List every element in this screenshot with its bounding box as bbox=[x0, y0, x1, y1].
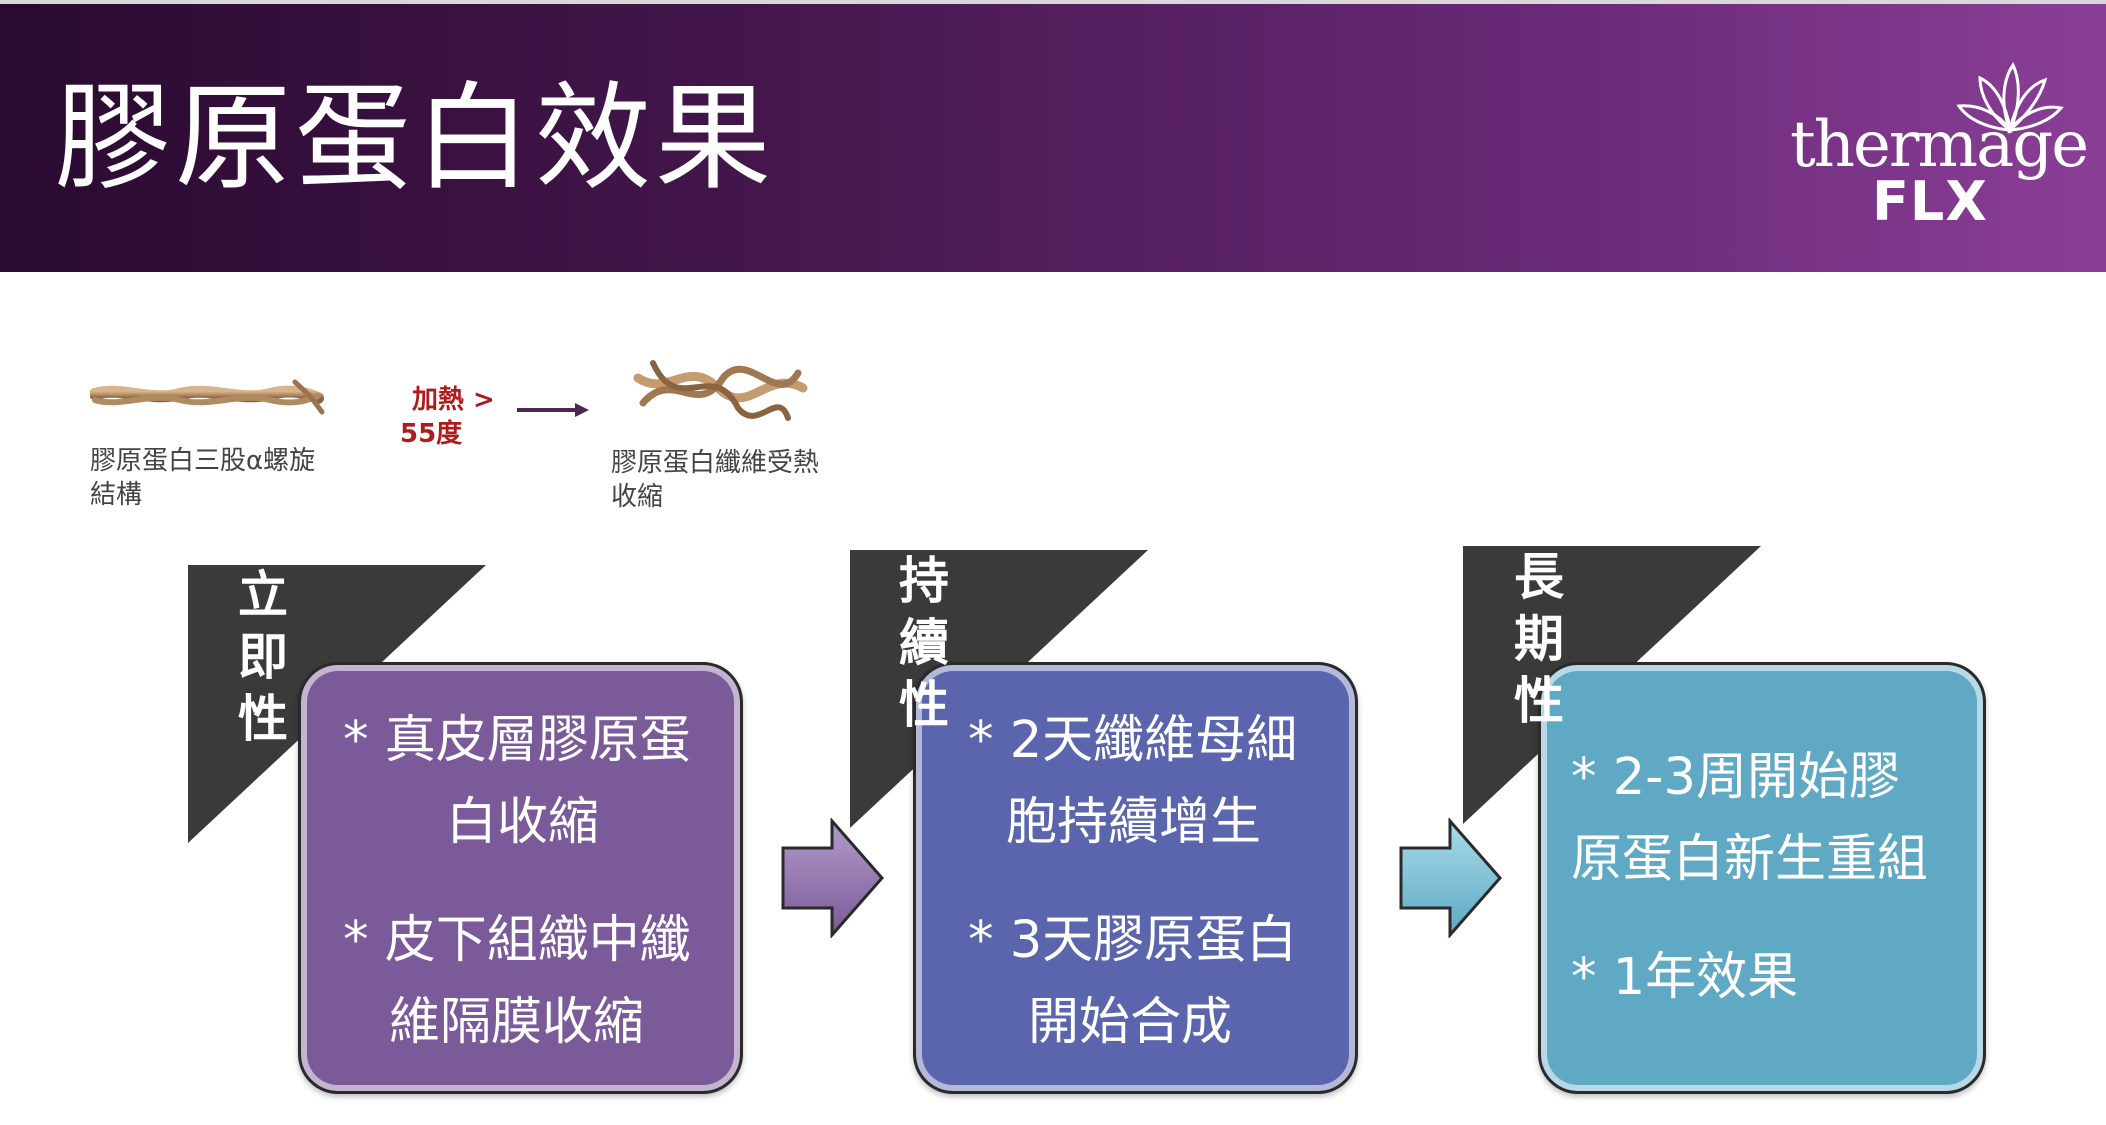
logo-wordmark: thermage bbox=[1790, 108, 2089, 182]
stage-3-line-3: * 1年效果 bbox=[1571, 948, 1799, 1007]
heat-label-line1: 加熱 > bbox=[412, 385, 495, 415]
contracted-caption-line1: 膠原蛋白纖維受熱 bbox=[611, 448, 820, 478]
arrow-right-icon bbox=[517, 403, 589, 417]
heat-label: 加熱 > 55度 bbox=[400, 383, 495, 451]
stage-1-line-1: * 真皮層膠原蛋 bbox=[343, 711, 691, 770]
stage-1-flag-char-3: 性 bbox=[238, 690, 288, 748]
thermage-flx-logo: thermage FLX bbox=[1790, 60, 2089, 233]
stage-2-line-4: 開始合成 bbox=[1028, 993, 1233, 1052]
stage-2-flag-char-3: 性 bbox=[899, 676, 949, 734]
stage-3-flag-char-1: 長 bbox=[1514, 548, 1564, 606]
page-title: 膠原蛋白效果 bbox=[55, 71, 775, 206]
collagen-helix-image bbox=[90, 379, 325, 415]
contracted-collagen-image bbox=[633, 360, 808, 421]
stage-3-flag-char-2: 期 bbox=[1514, 610, 1564, 668]
stage-3-line-1: * 2-3周開始膠 bbox=[1571, 748, 1901, 807]
stage-1-line-3: * 皮下組織中纖 bbox=[343, 911, 691, 970]
helix-caption: 膠原蛋白三股α螺旋 結構 bbox=[90, 444, 315, 512]
flow-arrow-2 bbox=[1399, 818, 1502, 938]
stage-1-line-4: 維隔膜收縮 bbox=[389, 993, 645, 1052]
stage-2-line-2: 胞持續增生 bbox=[1006, 793, 1262, 852]
stage-3-line-2: 原蛋白新生重組 bbox=[1571, 830, 1929, 889]
stage-1-card: * 真皮層膠原蛋 白收縮 * 皮下組織中纖 維隔膜收縮 bbox=[298, 662, 743, 1094]
stage-2-card: * 2天纖維母細 胞持續增生 * 3天膠原蛋白 開始合成 bbox=[913, 662, 1358, 1094]
stage-3-card: * 2-3周開始膠 原蛋白新生重組 * 1年效果 bbox=[1538, 662, 1986, 1094]
helix-caption-line1: 膠原蛋白三股α螺旋 bbox=[90, 446, 316, 476]
stage-1-line-2: 白收縮 bbox=[446, 793, 600, 852]
stage-1-flag-char-2: 即 bbox=[238, 628, 288, 686]
lotus-flower-icon bbox=[1956, 61, 2064, 135]
stage-2-flag-char-2: 續 bbox=[899, 614, 949, 672]
contracted-caption-line2: 收縮 bbox=[611, 482, 664, 512]
heat-label-line2: 55度 bbox=[400, 419, 463, 449]
helix-caption-line2: 結構 bbox=[90, 480, 143, 510]
stage-2-line-1: * 2天纖維母細 bbox=[968, 711, 1298, 770]
top-border bbox=[0, 0, 2106, 4]
header-banner: 膠原蛋白效果 thermage FLX bbox=[0, 4, 2106, 272]
flow-arrow-1 bbox=[781, 818, 884, 938]
stage-2-flag-char-1: 持 bbox=[899, 552, 949, 610]
stage-3-flag-char-3: 性 bbox=[1514, 672, 1564, 730]
contracted-caption: 膠原蛋白纖維受熱 收縮 bbox=[611, 446, 819, 514]
logo-flx: FLX bbox=[1872, 170, 1988, 233]
stage-2-line-3: * 3天膠原蛋白 bbox=[968, 911, 1298, 970]
stage-1-flag-char-1: 立 bbox=[238, 566, 288, 624]
